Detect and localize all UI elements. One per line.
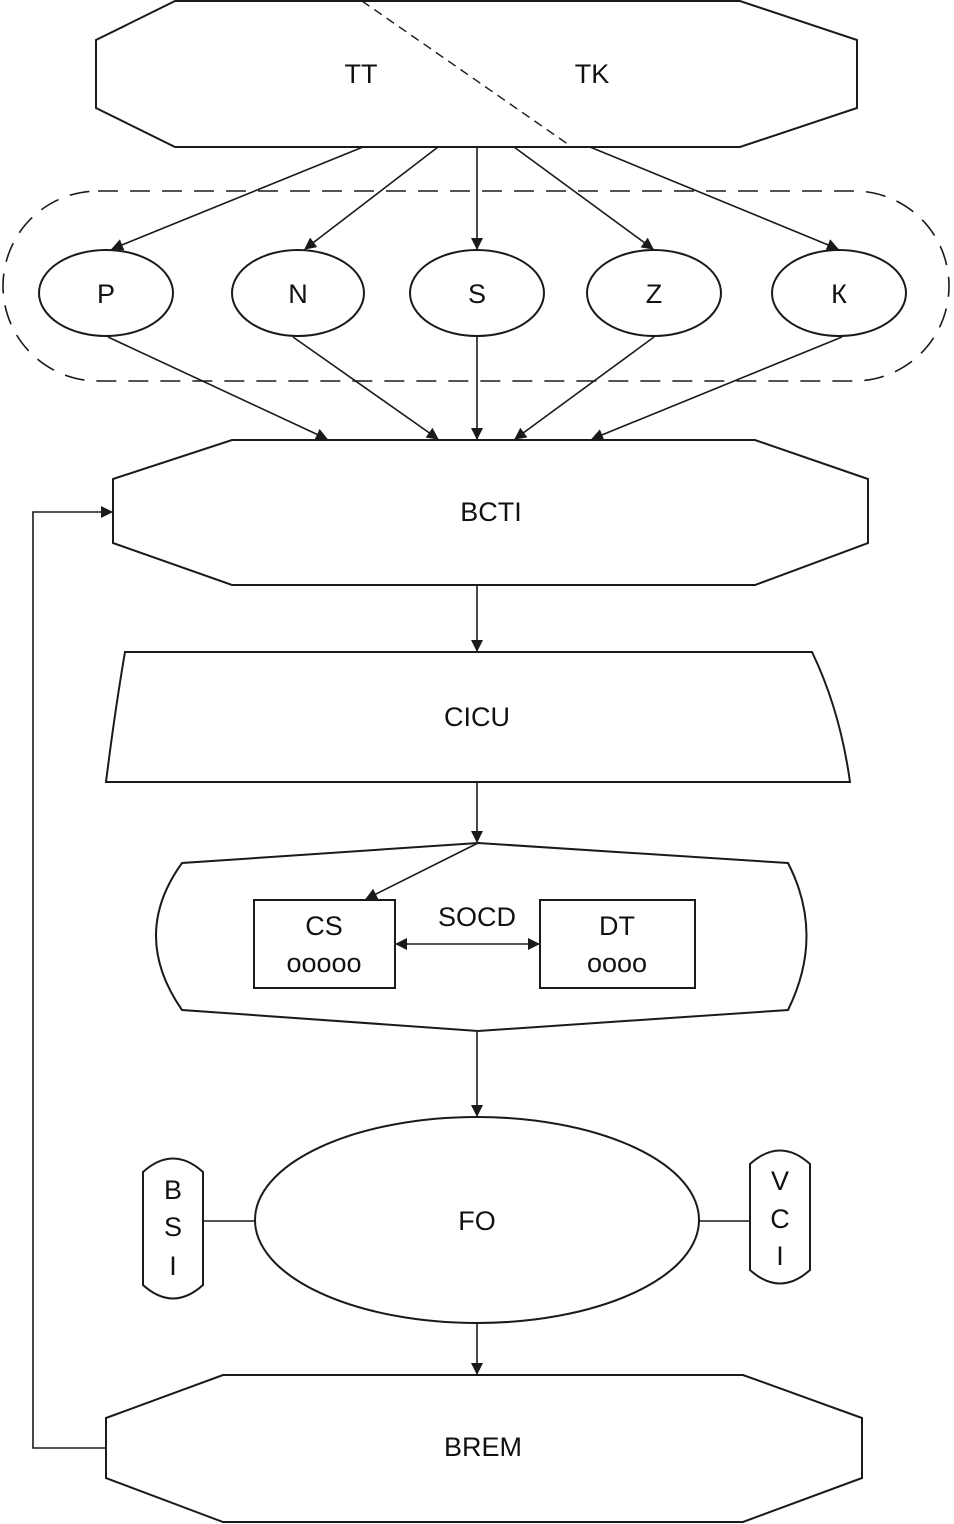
node-k: К [771, 249, 907, 337]
node-s-ellipse [409, 249, 545, 337]
node-p-ellipse [38, 249, 174, 337]
edge-socd-to-cs [365, 842, 479, 900]
node-n-label: N [288, 279, 308, 309]
edge-z-to-bcti [514, 336, 655, 440]
vci-letter-v: V [771, 1166, 789, 1196]
vci-block: V C I [749, 1149, 811, 1285]
bsi-letter-s: S [164, 1212, 182, 1242]
vci-letter-i: I [776, 1241, 784, 1271]
vci-letter-c: C [770, 1204, 790, 1234]
tt-tk-block: TT TK [95, 0, 858, 148]
dt-title: DT [599, 911, 635, 941]
edge-k-to-bcti [591, 336, 843, 441]
edge-n-to-bcti [292, 336, 439, 440]
node-n-ellipse [231, 249, 365, 337]
brem-label: BREM [444, 1432, 522, 1462]
cicu-label: CICU [444, 702, 510, 732]
socd-label: SOCD [438, 902, 516, 932]
fo-block: FO [254, 1116, 700, 1324]
edge-top-to-n [304, 146, 439, 250]
vci-pill [749, 1149, 811, 1285]
brem-octagon [105, 1374, 863, 1523]
edge-top-to-p [111, 146, 364, 251]
cs-marks: ooooo [286, 948, 361, 978]
fo-label: FO [458, 1206, 496, 1236]
cs-title: CS [305, 911, 343, 941]
bcti-block: BCTI [112, 439, 869, 586]
node-s-label: S [468, 279, 486, 309]
cicu-shape [104, 651, 852, 783]
edge-brem-to-bcti-feedback [32, 506, 113, 1449]
node-n: N [231, 249, 365, 337]
tk-label: TK [575, 59, 610, 89]
tt-tk-divider [361, 0, 573, 148]
dt-rect [539, 899, 696, 989]
node-s: S [409, 249, 545, 337]
cs-box: CS ooooo [253, 899, 396, 989]
edge-top-to-z [513, 146, 654, 250]
dt-marks: oooo [587, 948, 647, 978]
bsi-letter-i: I [169, 1251, 177, 1281]
bsi-block: B S I [142, 1157, 204, 1300]
node-z-ellipse [586, 249, 722, 337]
top-edges [111, 146, 839, 251]
node-z-label: Z [646, 279, 663, 309]
brem-block: BREM [105, 1374, 863, 1523]
edge-p-to-bcti [107, 336, 328, 440]
node-p-label: P [97, 279, 115, 309]
node-z: Z [586, 249, 722, 337]
node-k-label: К [831, 279, 847, 309]
socd-block: SOCD CS ooooo DT oooo [155, 841, 808, 1033]
cicu-block: CICU [104, 651, 852, 783]
bcti-label: BCTI [460, 497, 522, 527]
group-edges [107, 336, 843, 441]
node-p: P [38, 249, 174, 337]
dt-box: DT oooo [539, 899, 696, 989]
fo-ellipse [254, 1116, 700, 1324]
tt-tk-octagon [95, 0, 858, 148]
group-container [2, 190, 950, 382]
edge-top-to-k [589, 146, 839, 251]
tt-label: TT [345, 59, 378, 89]
bcti-octagon [112, 439, 869, 586]
node-k-ellipse [771, 249, 907, 337]
bsi-letter-b: B [164, 1175, 182, 1205]
bsi-pill [142, 1157, 204, 1300]
